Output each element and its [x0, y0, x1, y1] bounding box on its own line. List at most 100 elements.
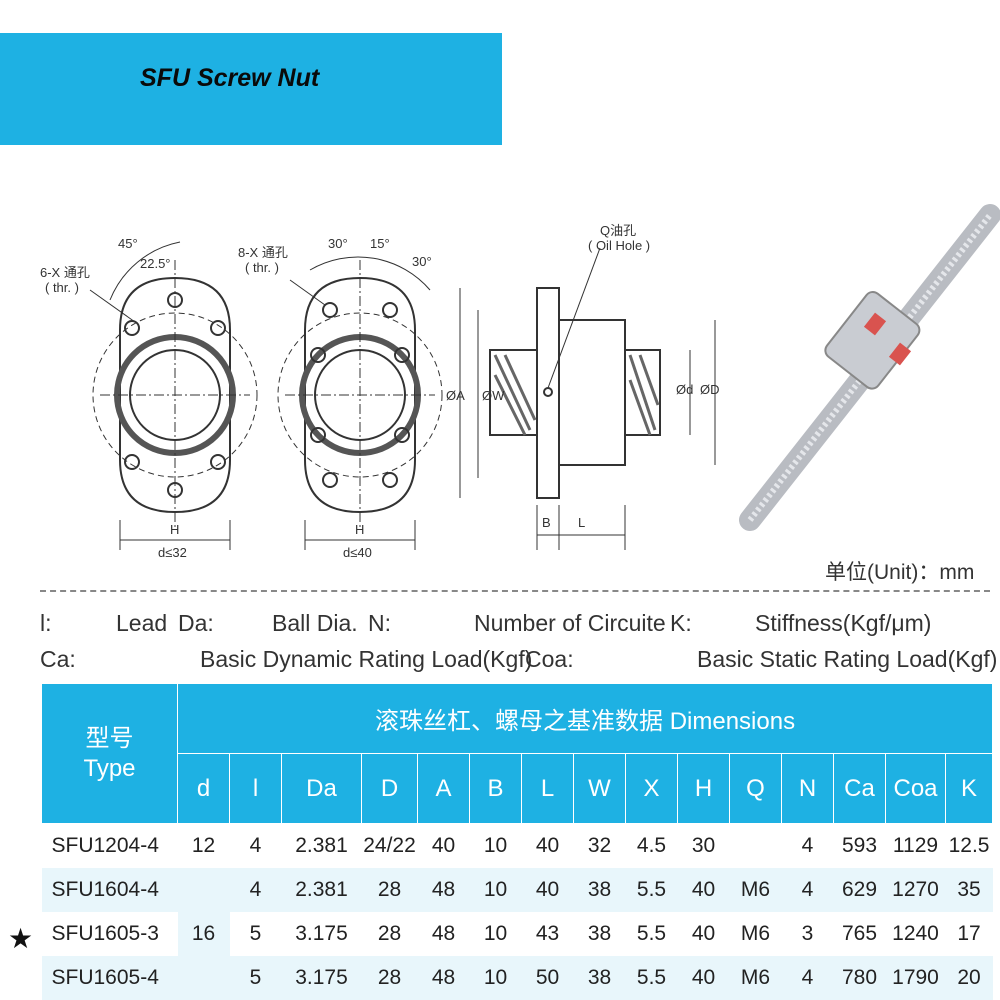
cell-q: M6	[729, 955, 782, 1000]
cell-ca: 593	[841, 833, 878, 857]
cell-x: 4.5	[636, 833, 667, 857]
cell-b: 10	[469, 955, 522, 1000]
title-banner	[0, 33, 502, 145]
column-header: H	[677, 753, 730, 824]
legend-desc: Basic Dynamic Rating Load(Kgf)	[200, 646, 533, 672]
legend-key: l:	[40, 610, 52, 636]
column-header: Q	[729, 753, 782, 824]
cell-da: 3.175	[295, 921, 348, 945]
cell-n: 3	[801, 921, 814, 945]
column-header: D	[361, 753, 418, 824]
cell-a: 48	[417, 955, 470, 1000]
dia-w-label: ØW	[482, 388, 505, 403]
cell-n: 4	[781, 867, 834, 912]
oil-hole-en-label: ( Oil Hole )	[588, 238, 651, 253]
legend-key: Da:	[178, 610, 214, 636]
dia-d-small-label: Ød	[676, 382, 694, 397]
flange-caption: d≤40	[343, 545, 372, 560]
cell-k: 20	[945, 955, 993, 1000]
type-header: 型号 Type	[41, 683, 178, 824]
cell-l: 43	[535, 921, 560, 945]
cell-ca: 765	[841, 921, 878, 945]
cell-q: M6	[729, 867, 782, 912]
nut-side-view	[459, 247, 716, 550]
type-header-en: Type	[83, 754, 136, 782]
legend-key: Coa:	[525, 646, 574, 672]
cell-k: 12.5	[948, 833, 990, 857]
cell-da: 3.175	[281, 955, 362, 1000]
cell-b: 10	[469, 867, 522, 912]
cell-d: 28	[361, 955, 418, 1000]
cell-coa: 1129	[892, 833, 939, 857]
holes-label: 6-X 通孔	[40, 265, 90, 280]
column-header: d	[177, 753, 230, 824]
cell-ca: 629	[833, 867, 886, 912]
cell-da: 2.381	[281, 867, 362, 912]
column-header: W	[573, 753, 626, 824]
type-header-cn: 型号	[85, 724, 134, 752]
cell-l: 5	[249, 921, 262, 945]
cell-h: 40	[677, 955, 730, 1000]
column-header: L	[521, 753, 574, 824]
cell-h: 30	[691, 833, 716, 857]
cell-b: 10	[483, 833, 508, 857]
legend-key: N:	[368, 610, 391, 636]
cell-n: 4	[781, 955, 834, 1000]
ball-screw-photo	[739, 204, 1000, 531]
cell-b: 10	[483, 921, 508, 945]
cell-l: 40	[535, 833, 560, 857]
cell-h: 40	[691, 921, 716, 945]
legend-desc: Basic Static Rating Load(Kgf)	[697, 646, 998, 672]
holes-label: 8-X 通孔	[238, 245, 288, 260]
cell-a: 48	[417, 867, 470, 912]
width-label: H	[355, 522, 365, 537]
cell-a: 40	[431, 833, 456, 857]
cell-l: 40	[521, 867, 574, 912]
column-header: N	[781, 753, 834, 824]
type-cell: SFU1204-4	[51, 833, 159, 857]
column-header: l	[229, 753, 282, 824]
banner-title: SFU Screw Nut	[140, 64, 320, 92]
cell-q	[730, 824, 782, 868]
column-header: K	[944, 753, 994, 824]
cell-l: 50	[521, 955, 574, 1000]
cell-coa: 1790	[885, 955, 946, 1000]
cell-l: 4	[249, 833, 262, 857]
cell-k: 17	[957, 921, 981, 945]
cell-a: 48	[431, 921, 456, 945]
thr-label: ( thr. )	[245, 260, 279, 275]
flange-front-view-1	[89, 241, 258, 550]
thr-label: ( thr. )	[45, 280, 79, 295]
legend-desc: Ball Dia.	[272, 610, 358, 636]
legend-key: Ca:	[40, 646, 76, 672]
cell-k: 35	[945, 867, 993, 912]
angle-label: 30°	[328, 236, 348, 251]
flange-front-view-2	[277, 256, 443, 550]
cell-d: 12	[191, 833, 216, 857]
cell-coa: 1240	[892, 921, 939, 945]
cell-d-merged: 16	[177, 867, 230, 1000]
b-label: B	[542, 515, 551, 530]
type-cell: SFU1605-3	[51, 921, 159, 945]
cell-l: 5	[229, 955, 282, 1000]
type-cell: SFU1604-4	[41, 867, 178, 912]
dia-a-label: ØA	[446, 388, 465, 403]
angle-label: 15°	[370, 236, 390, 251]
cell-w: 38	[573, 955, 626, 1000]
cell-d: 28	[377, 921, 402, 945]
cell-h: 40	[677, 867, 730, 912]
drawing-svg	[89, 204, 1000, 550]
oil-hole-label: Q油孔	[600, 223, 637, 238]
cell-da: 2.381	[295, 833, 348, 857]
cell-ca: 780	[833, 955, 886, 1000]
legend-desc: Number of Circuite	[474, 610, 666, 636]
cell-w: 38	[573, 867, 626, 912]
cell-w: 32	[587, 833, 612, 857]
legend-desc: Lead	[116, 610, 168, 636]
dashed-divider	[40, 590, 990, 592]
